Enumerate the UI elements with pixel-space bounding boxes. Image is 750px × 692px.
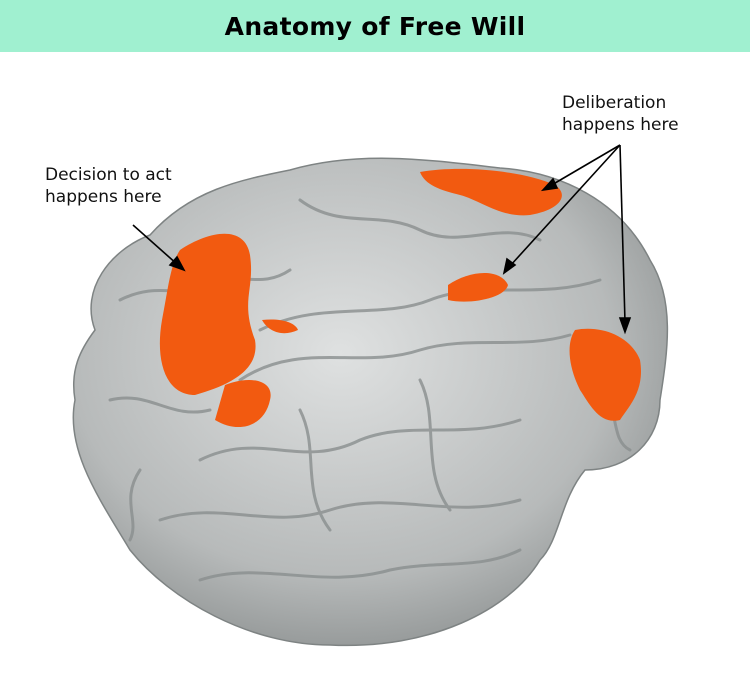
activation-small-center: [262, 319, 298, 334]
page-title: Anatomy of Free Will: [224, 11, 526, 41]
decision-annotation: Decision to act happens here: [45, 164, 172, 208]
decision-line2: happens here: [45, 187, 162, 207]
annotation-arrows: [132, 144, 632, 335]
arrow-head: [540, 177, 559, 192]
activation-deliberation-right: [569, 328, 641, 421]
arrow-head: [502, 257, 517, 275]
activation-deliberation-top: [420, 168, 562, 216]
gyri-lines: [108, 198, 632, 582]
activation-regions: [159, 168, 641, 428]
deliberation-line1: Deliberation: [562, 93, 667, 113]
activation-deliberation-middle: [448, 272, 508, 302]
deliberation-annotation: Deliberation happens here: [562, 92, 679, 136]
arrow-head: [168, 255, 186, 272]
deliberation-line2: happens here: [562, 115, 679, 135]
brain-outline: [72, 157, 669, 647]
title-banner: Anatomy of Free Will: [0, 0, 750, 52]
activation-small-lower: [215, 380, 271, 428]
activation-decision: [159, 233, 256, 395]
decision-line1: Decision to act: [45, 165, 172, 185]
arrow-head: [618, 317, 632, 335]
